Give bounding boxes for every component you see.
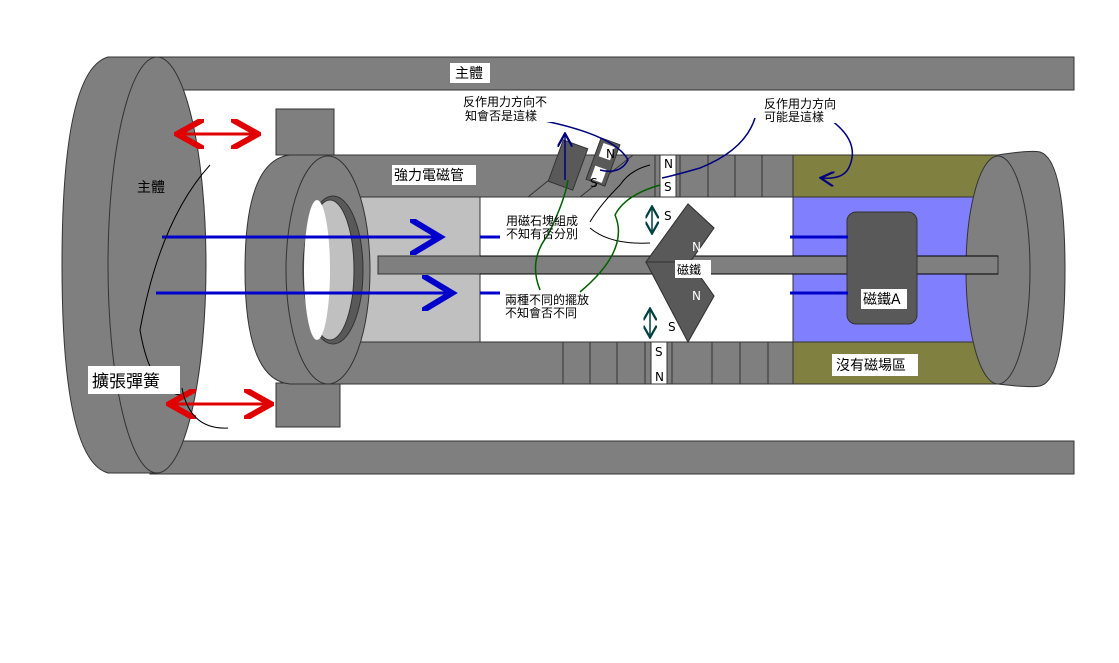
no-field-zone-top bbox=[792, 154, 999, 198]
pole-tilted-s: S bbox=[590, 176, 598, 190]
tilted-magnet-large bbox=[547, 139, 589, 191]
coil-windings-top bbox=[654, 155, 763, 197]
pole-bottom-slot-n: N bbox=[655, 370, 664, 384]
spring-arrows bbox=[172, 134, 268, 404]
chevron-magnet-label-box bbox=[675, 260, 711, 278]
reaction-force-curve-field bbox=[822, 117, 854, 178]
pointer-spring bbox=[181, 387, 229, 429]
pole-chevron-upper-n: N bbox=[692, 240, 701, 254]
top-clamp bbox=[275, 108, 335, 156]
body-top-rail bbox=[149, 56, 1075, 91]
pole-tilted-n: N bbox=[606, 147, 615, 161]
label-no-field-zone: 沒有磁場區 bbox=[836, 357, 906, 374]
pointer-inclined bbox=[589, 164, 651, 223]
label-expansion-spring: 擴張彈簧 bbox=[92, 372, 160, 392]
label-reaction-possible-line2: 可能是這樣 bbox=[764, 109, 824, 124]
label-magnet-combo-line1: 用磁石塊組成 bbox=[506, 213, 578, 228]
note-curve-left bbox=[534, 179, 569, 291]
pole-top-slot-n: N bbox=[664, 157, 673, 171]
label-reaction-uncertain-line1: 反作用力方向不 bbox=[463, 94, 547, 109]
label-chevron-magnet: 磁鐵 bbox=[677, 262, 701, 277]
label-strong-solenoid: 強力電磁管 bbox=[394, 168, 464, 184]
note-curve-right bbox=[579, 184, 661, 293]
label-main-body-top: 主體 bbox=[455, 66, 483, 82]
flux-arrows bbox=[156, 237, 848, 293]
pole-top-slot-s: S bbox=[664, 180, 672, 194]
solenoid-collar-hole-light bbox=[304, 200, 330, 340]
body-bottom-rail bbox=[149, 440, 1075, 475]
coil-windings-bottom bbox=[562, 342, 769, 384]
left-end-cap-face bbox=[107, 56, 207, 474]
pointer-magnet-combo bbox=[589, 227, 651, 244]
solenoid-tube-bottom bbox=[327, 341, 794, 385]
reaction-force-curve-left bbox=[539, 119, 629, 172]
pole-chevron-lower-s: S bbox=[668, 320, 676, 334]
label-two-arrangements-line1: 兩種不同的擺放 bbox=[505, 292, 589, 307]
bottom-clamp bbox=[275, 382, 341, 428]
note-curves bbox=[534, 179, 661, 293]
label-reaction-possible-line1: 反作用力方向 bbox=[764, 96, 836, 111]
pole-chevron-lower-n: N bbox=[692, 289, 701, 303]
label-reaction-uncertain-line2: 知會否是這樣 bbox=[465, 108, 537, 123]
tilted-magnet-small bbox=[585, 137, 621, 187]
bottom-pole-slot bbox=[650, 341, 668, 385]
label-main-body-left: 主體 bbox=[137, 180, 165, 196]
pole-bottom-slot-s: S bbox=[655, 345, 663, 359]
pole-chevron-upper-s: S bbox=[664, 209, 672, 223]
label-magnet-a: 磁鐵A bbox=[863, 291, 901, 308]
reaction-force-curves bbox=[539, 117, 854, 180]
reaction-force-curve-right bbox=[661, 117, 756, 179]
label-magnet-combo-line2: 不知有否分別 bbox=[506, 227, 578, 241]
label-two-arrangements-line2: 不知會否不同 bbox=[505, 306, 577, 320]
